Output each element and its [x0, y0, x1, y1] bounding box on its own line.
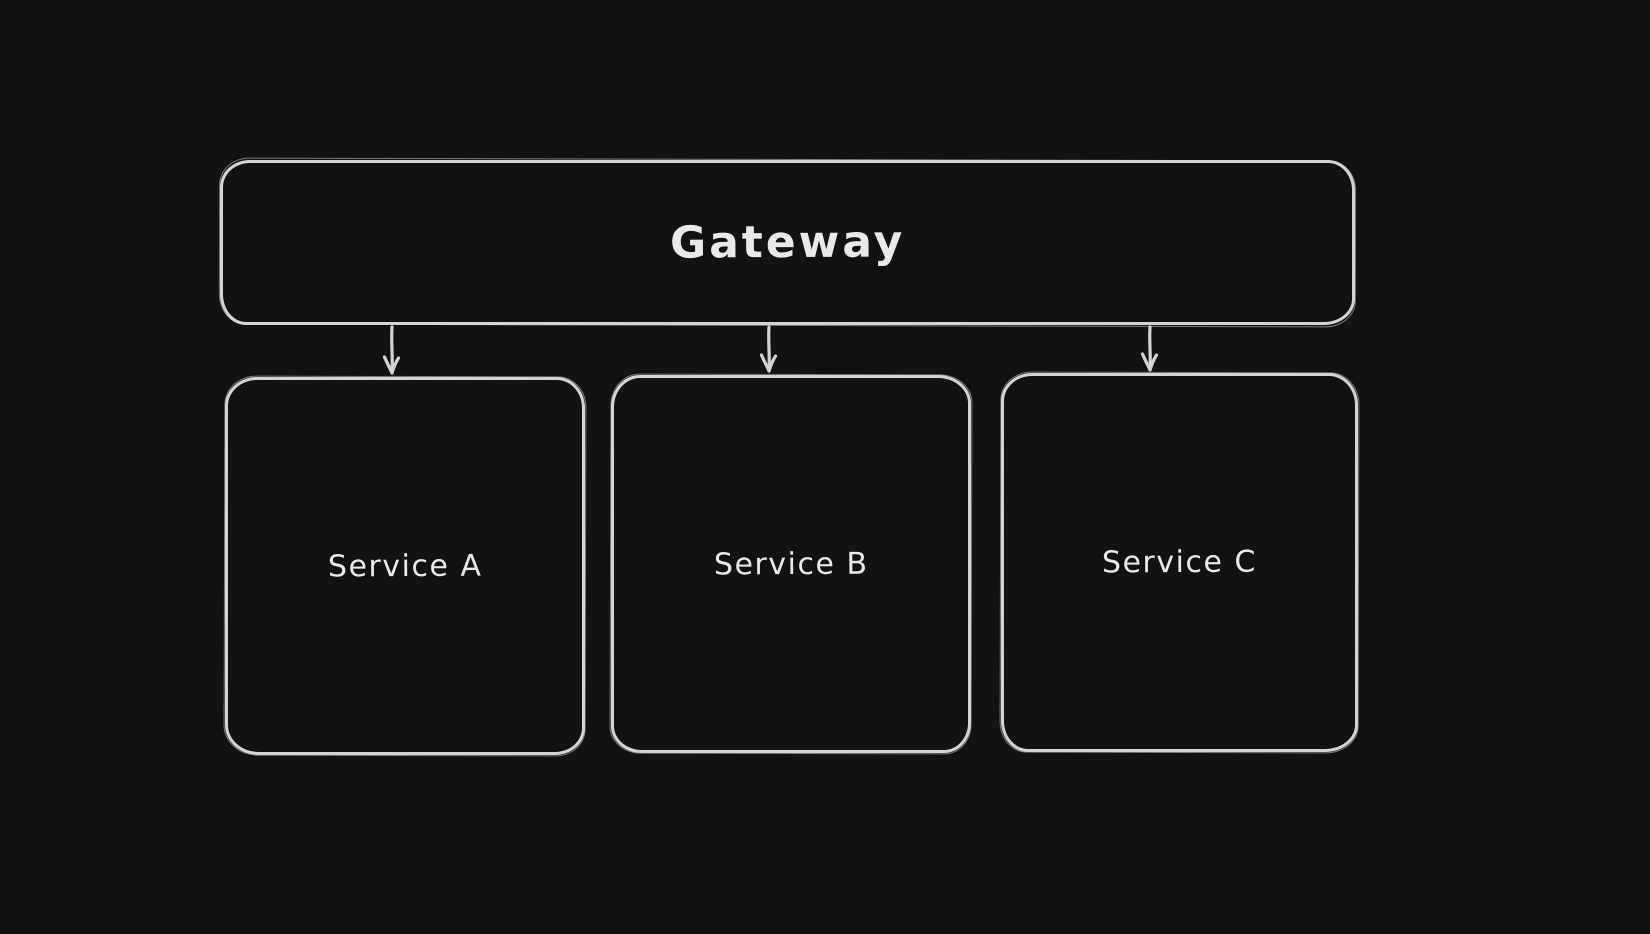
gateway-node[interactable]: Gateway	[220, 160, 1355, 325]
service-b-label: Service B	[713, 546, 869, 582]
gateway-label: Gateway	[669, 216, 906, 269]
service-a-node[interactable]: Service A	[225, 377, 585, 755]
service-c-label: Service C	[1101, 544, 1258, 581]
arrow-gateway-to-service-c[interactable]	[1140, 325, 1159, 372]
service-b-node[interactable]: Service B	[611, 375, 971, 753]
arrow-gateway-to-service-b[interactable]	[759, 325, 778, 373]
service-c-node[interactable]: Service C	[1001, 373, 1358, 752]
arrow-gateway-to-service-a[interactable]	[382, 325, 401, 375]
service-a-label: Service A	[327, 548, 483, 584]
